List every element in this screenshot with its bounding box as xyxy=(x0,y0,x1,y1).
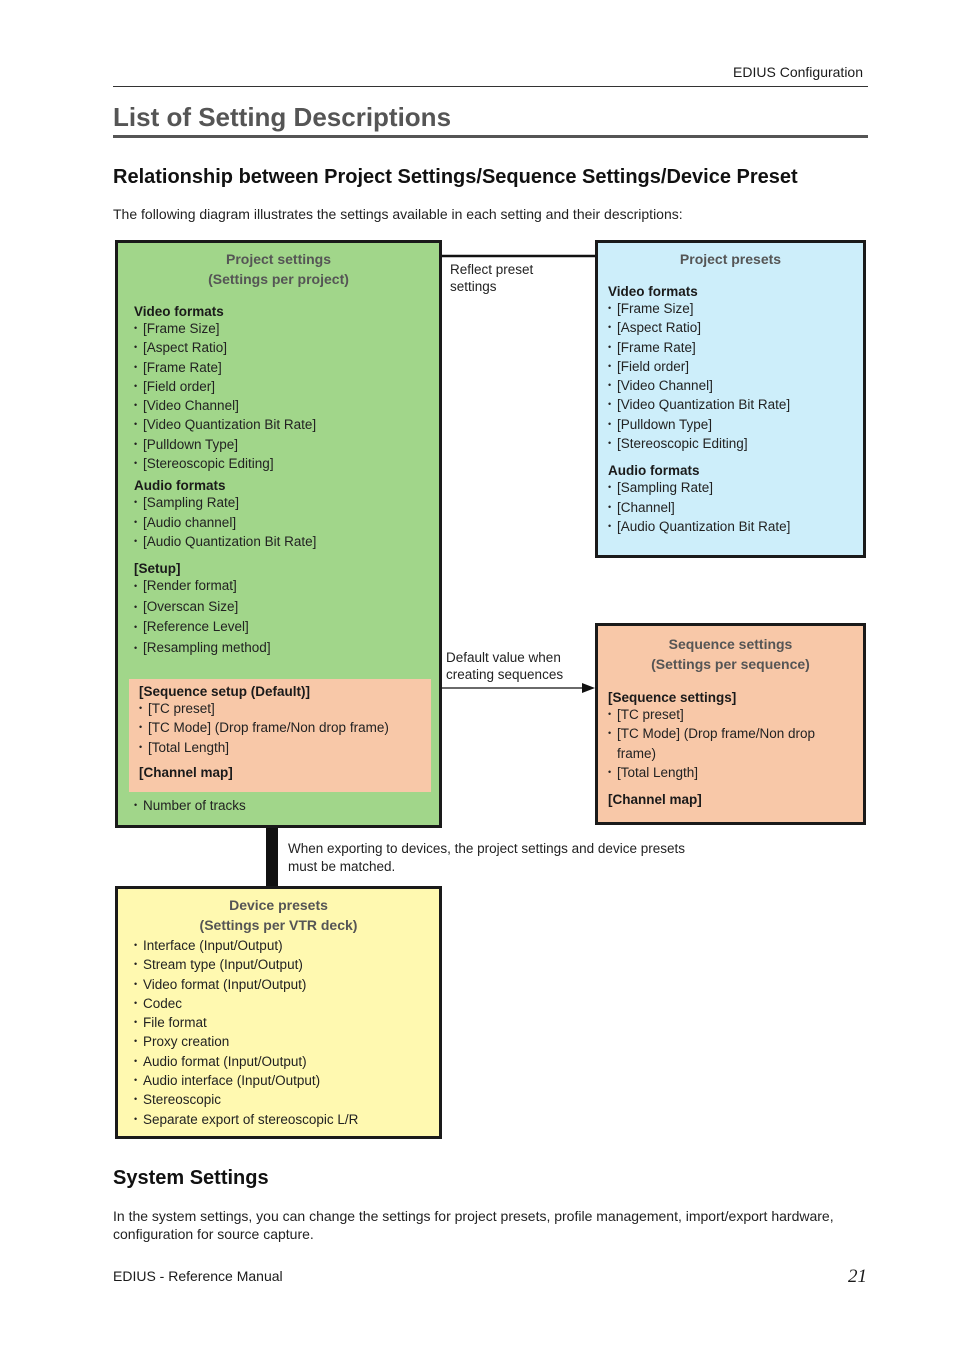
list-item: [Audio channel] xyxy=(134,513,439,533)
audio-formats-list: [Sampling Rate] [Channel] [Audio Quantiz… xyxy=(608,478,863,536)
list-item: [Aspect Ratio] xyxy=(608,318,863,338)
list-item: Stream type (Input/Output) xyxy=(134,955,439,975)
list-item: [Frame Rate] xyxy=(608,338,863,358)
tracks-list: Number of tracks xyxy=(134,796,246,816)
project-settings-title: Project settings xyxy=(225,251,332,267)
list-item: [Stereoscopic Editing] xyxy=(608,434,863,454)
list-item: [Total Length] xyxy=(608,763,838,783)
project-settings-subtitle: (Settings per project) xyxy=(208,271,349,287)
audio-formats-list: [Sampling Rate] [Audio channel] [Audio Q… xyxy=(134,493,439,551)
list-item: [Sampling Rate] xyxy=(134,493,439,513)
list-item: Separate export of stereoscopic L/R xyxy=(134,1110,439,1130)
running-header: EDIUS Configuration xyxy=(733,64,863,80)
default-arrow-head xyxy=(582,683,595,693)
list-item: [Video Channel] xyxy=(608,376,863,396)
sequence-settings-title: Sequence settings xyxy=(668,636,793,652)
annotation-line: creating sequences xyxy=(446,667,564,682)
setup-list: [Render format] [Overscan Size] [Referen… xyxy=(134,576,439,658)
video-formats-list: [Frame Size] [Aspect Ratio] [Frame Rate]… xyxy=(608,299,863,454)
list-item: Number of tracks xyxy=(134,796,246,816)
channel-map-heading: [Channel map] xyxy=(608,792,702,808)
device-presets-title: Device presets xyxy=(229,897,328,913)
device-presets-list: Interface (Input/Output) Stream type (In… xyxy=(118,936,439,1129)
sequence-settings-subtitle: (Settings per sequence) xyxy=(651,656,810,672)
section-heading-system-settings: System Settings xyxy=(113,1167,269,1189)
list-item: Stereoscopic xyxy=(134,1090,439,1110)
video-formats-list: [Frame Size] [Aspect Ratio] [Frame Rate]… xyxy=(134,319,439,474)
list-item: [Reference Level] xyxy=(134,617,439,638)
list-item: [TC Mode] (Drop frame/Non drop frame) xyxy=(608,724,838,763)
project-presets-box: Project presets Video formats [Frame Siz… xyxy=(595,240,866,558)
annotation-line: must be matched. xyxy=(288,859,396,874)
list-item: [Total Length] xyxy=(139,738,431,758)
setup-heading: [Setup] xyxy=(134,561,181,577)
list-item: Video format (Input/Output) xyxy=(134,975,439,995)
list-item: [Stereoscopic Editing] xyxy=(134,454,439,474)
list-item: [Field order] xyxy=(608,357,863,377)
list-item: [Audio Quantization Bit Rate] xyxy=(608,517,863,537)
list-item: [TC Mode] (Drop frame/Non drop frame) xyxy=(139,718,431,738)
channel-map-heading: [Channel map] xyxy=(139,764,233,780)
sequence-settings-box: Sequence settings (Settings per sequence… xyxy=(595,623,866,825)
export-match-note: When exporting to devices, the project s… xyxy=(288,840,685,876)
list-item: [Field order] xyxy=(134,377,439,397)
list-item: [Frame Size] xyxy=(134,319,439,339)
annotation-line: settings xyxy=(450,279,497,294)
project-presets-title: Project presets xyxy=(679,251,782,267)
list-item: [Video Quantization Bit Rate] xyxy=(134,415,439,435)
audio-formats-heading: Audio formats xyxy=(134,478,226,494)
list-item: [Sampling Rate] xyxy=(608,478,863,498)
list-item: Audio interface (Input/Output) xyxy=(134,1071,439,1091)
footer-manual-name: EDIUS - Reference Manual xyxy=(113,1268,283,1284)
video-formats-heading: Video formats xyxy=(134,304,224,319)
sequence-settings-list: [TC preset] [TC Mode] (Drop frame/Non dr… xyxy=(608,705,838,782)
section-heading-relationship: Relationship between Project Settings/Se… xyxy=(113,166,798,188)
sequence-setup-default-heading: [Sequence setup (Default)] xyxy=(139,684,311,699)
list-item: Audio format (Input/Output) xyxy=(134,1052,439,1072)
sequence-setup-default-list: [TC preset] [TC Mode] (Drop frame/Non dr… xyxy=(139,699,431,757)
annotation-line: When exporting to devices, the project s… xyxy=(288,841,685,856)
device-presets-subtitle: (Settings per VTR deck) xyxy=(199,917,358,933)
sequence-setup-default-panel: [Sequence setup (Default)] [TC preset] [… xyxy=(129,679,431,792)
list-item: [Resampling method] xyxy=(134,638,439,659)
reflect-preset-label: Reflect preset settings xyxy=(450,261,533,295)
page-number: 21 xyxy=(848,1266,867,1287)
list-item: [Channel] xyxy=(608,498,863,518)
list-item: File format xyxy=(134,1013,439,1033)
list-item: [Overscan Size] xyxy=(134,597,439,618)
list-item: [Frame Size] xyxy=(608,299,863,319)
project-settings-box: Project settings (Settings per project) … xyxy=(115,240,442,828)
list-item: [TC preset] xyxy=(608,705,838,725)
list-item: [Pulldown Type] xyxy=(134,435,439,455)
video-formats-heading: Video formats xyxy=(608,284,698,299)
list-item: [Audio Quantization Bit Rate] xyxy=(134,532,439,552)
header-rule xyxy=(113,86,868,87)
default-value-label: Default value when creating sequences xyxy=(446,649,563,683)
annotation-line: Default value when xyxy=(446,650,561,665)
device-presets-box: Device presets (Settings per VTR deck) I… xyxy=(115,886,442,1139)
audio-formats-heading: Audio formats xyxy=(608,463,700,479)
list-item: Codec xyxy=(134,994,439,1014)
list-item: [TC preset] xyxy=(139,699,431,719)
intro-text: The following diagram illustrates the se… xyxy=(113,206,683,222)
sequence-settings-heading: [Sequence settings] xyxy=(608,690,737,705)
export-connector-bar xyxy=(266,826,278,888)
title-rule xyxy=(113,135,868,138)
list-item: [Render format] xyxy=(134,576,439,597)
annotation-line: Reflect preset xyxy=(450,262,534,277)
list-item: Interface (Input/Output) xyxy=(134,936,439,956)
page-title: List of Setting Descriptions xyxy=(113,102,452,132)
list-item: [Video Quantization Bit Rate] xyxy=(608,395,863,415)
list-item: [Aspect Ratio] xyxy=(134,338,439,358)
list-item: [Pulldown Type] xyxy=(608,415,863,435)
list-item: Proxy creation xyxy=(134,1032,439,1052)
system-settings-text: In the system settings, you can change t… xyxy=(113,1208,834,1242)
list-item: [Video Channel] xyxy=(134,396,439,416)
list-item: [Frame Rate] xyxy=(134,358,439,378)
